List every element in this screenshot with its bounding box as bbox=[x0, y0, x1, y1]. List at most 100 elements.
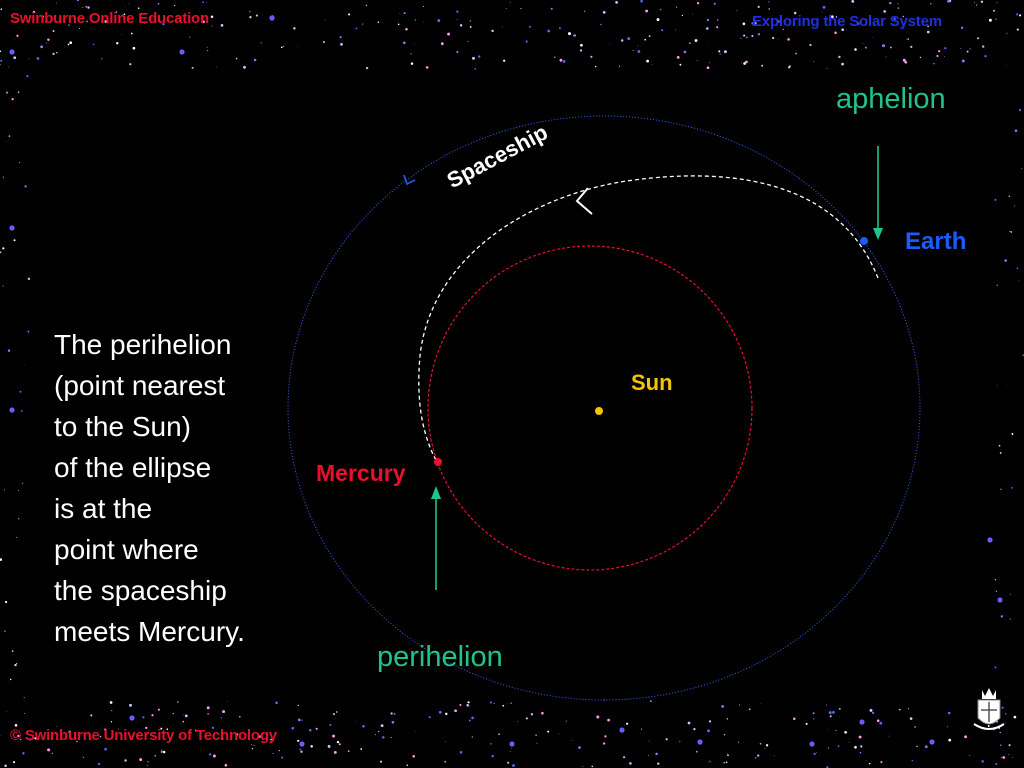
star bbox=[116, 11, 118, 13]
star bbox=[124, 5, 126, 7]
star bbox=[208, 753, 212, 756]
star bbox=[249, 16, 252, 19]
mercury-dot bbox=[434, 458, 442, 466]
star bbox=[121, 14, 124, 17]
star bbox=[768, 8, 770, 10]
star bbox=[1014, 129, 1018, 132]
star bbox=[911, 759, 913, 762]
star bbox=[403, 12, 406, 15]
star bbox=[723, 734, 726, 736]
star bbox=[120, 33, 122, 35]
star bbox=[11, 650, 14, 652]
star bbox=[609, 43, 611, 45]
aphelion-label: aphelion bbox=[836, 83, 946, 115]
star bbox=[466, 703, 469, 707]
star bbox=[944, 47, 947, 50]
star bbox=[1016, 267, 1019, 270]
star bbox=[510, 747, 512, 749]
star bbox=[309, 729, 312, 732]
star bbox=[517, 721, 518, 723]
star bbox=[898, 708, 901, 711]
star bbox=[536, 742, 538, 744]
star bbox=[844, 730, 847, 734]
star bbox=[220, 24, 224, 27]
aphelion-arrowhead bbox=[873, 228, 883, 240]
star bbox=[768, 1, 770, 3]
star bbox=[987, 537, 993, 543]
star bbox=[32, 10, 36, 14]
star bbox=[184, 714, 188, 718]
star bbox=[880, 761, 883, 764]
star bbox=[26, 75, 29, 78]
star bbox=[813, 752, 816, 756]
star bbox=[90, 714, 93, 717]
star bbox=[719, 53, 721, 55]
star bbox=[966, 50, 969, 53]
star bbox=[220, 717, 223, 719]
star bbox=[573, 34, 577, 37]
star bbox=[67, 43, 70, 46]
star bbox=[13, 239, 16, 242]
star bbox=[696, 2, 700, 5]
star bbox=[751, 22, 754, 25]
star bbox=[297, 739, 300, 742]
star bbox=[224, 763, 228, 767]
star bbox=[837, 745, 840, 748]
star bbox=[919, 56, 922, 59]
sun-dot bbox=[595, 407, 603, 415]
star bbox=[147, 738, 149, 740]
star bbox=[469, 26, 472, 28]
star bbox=[471, 736, 473, 738]
star bbox=[973, 2, 975, 4]
star bbox=[12, 761, 16, 764]
star bbox=[860, 745, 863, 748]
star bbox=[8, 66, 10, 68]
star bbox=[759, 742, 762, 745]
star bbox=[1004, 722, 1006, 724]
star bbox=[865, 760, 867, 762]
star bbox=[211, 25, 213, 27]
star bbox=[795, 52, 797, 55]
star bbox=[24, 713, 26, 714]
earth-orbit-tick-icon bbox=[403, 174, 416, 186]
star bbox=[211, 726, 215, 729]
star bbox=[737, 741, 740, 743]
star bbox=[706, 27, 709, 30]
star bbox=[355, 27, 358, 30]
star bbox=[657, 762, 660, 765]
star bbox=[4, 764, 7, 767]
star bbox=[16, 537, 18, 539]
star bbox=[28, 58, 30, 60]
star bbox=[467, 701, 470, 704]
star bbox=[553, 56, 556, 59]
star bbox=[269, 15, 275, 21]
star bbox=[584, 10, 586, 12]
star bbox=[490, 743, 492, 745]
star bbox=[708, 42, 709, 44]
star bbox=[19, 738, 22, 741]
star bbox=[828, 711, 832, 715]
star bbox=[207, 713, 209, 715]
star bbox=[1006, 32, 1008, 35]
star bbox=[1000, 488, 1002, 491]
star bbox=[27, 277, 31, 281]
star bbox=[841, 28, 845, 32]
star bbox=[689, 42, 691, 44]
star bbox=[914, 726, 916, 728]
star bbox=[22, 482, 24, 484]
star bbox=[1008, 744, 1011, 747]
star bbox=[885, 56, 887, 58]
sun-label: Sun bbox=[631, 370, 673, 395]
star bbox=[696, 59, 698, 61]
perihelion-arrowhead bbox=[431, 486, 441, 499]
star bbox=[716, 26, 719, 29]
star bbox=[507, 761, 510, 764]
star bbox=[591, 765, 594, 768]
star bbox=[579, 49, 583, 52]
description-line: (point nearest bbox=[54, 370, 226, 401]
star bbox=[882, 44, 885, 48]
star bbox=[772, 36, 775, 40]
star bbox=[619, 65, 621, 67]
